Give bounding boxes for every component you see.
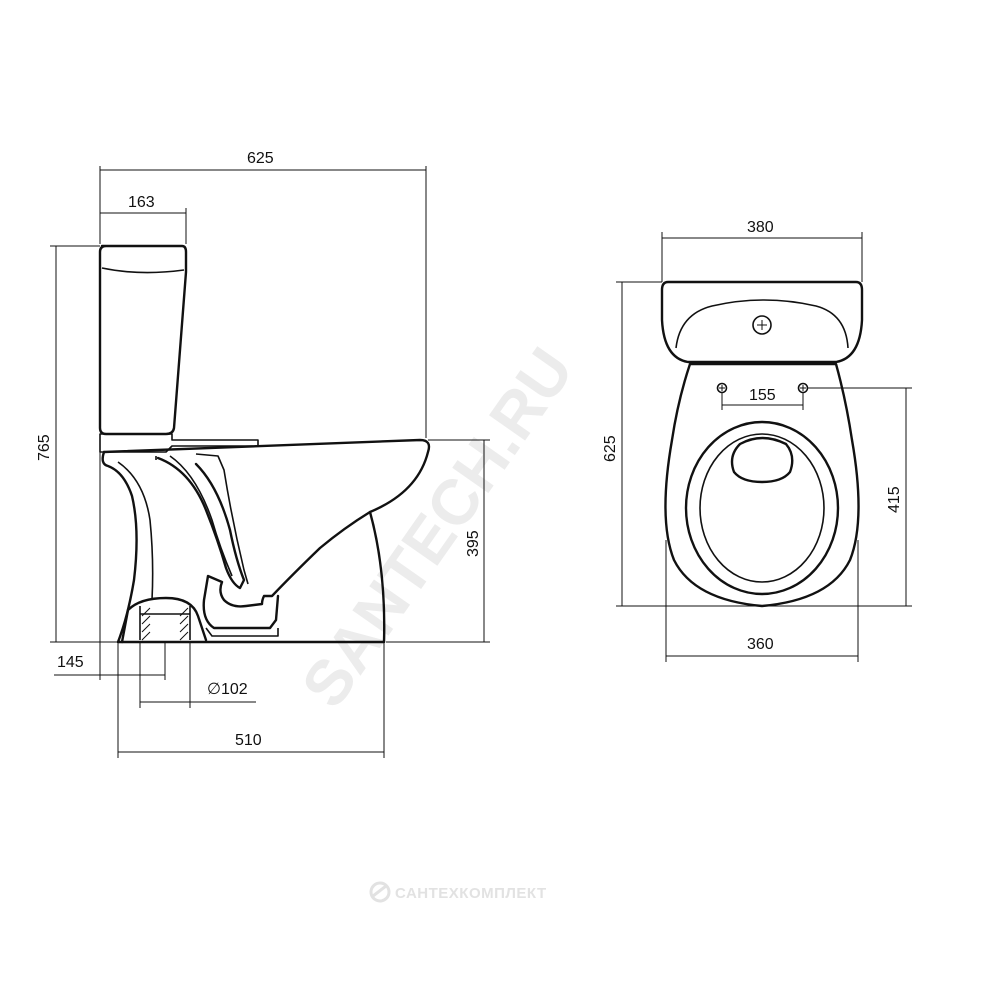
outlet-arch	[120, 596, 208, 644]
trap-channel-inner	[169, 455, 233, 577]
cistern-top-inner	[675, 299, 849, 349]
bowl-outlet-hole	[730, 436, 794, 484]
dim-bowl-width: 360	[665, 540, 859, 662]
dim-tank-depth-label: 163	[128, 194, 155, 211]
watermark-brand-text: САНТЕХКОМПЛЕКТ	[395, 885, 547, 902]
dim-outlet-diameter: ∅102	[139, 642, 256, 708]
dim-tank-width-label: 380	[747, 219, 774, 236]
watermark-logo-icon	[369, 881, 391, 903]
bowl-back-pedestal	[101, 450, 138, 644]
dim-seat-hole-to-front: 415	[764, 387, 912, 607]
dim-overall-height-label: 765	[36, 434, 53, 461]
dim-overall-length: 625	[99, 150, 427, 438]
dim-outlet-offset-label: 145	[57, 654, 84, 671]
cistern-top	[660, 280, 864, 364]
dim-top-overall-length-label: 625	[602, 435, 619, 462]
cistern-body	[98, 244, 188, 436]
bowl-front-outer	[368, 510, 386, 644]
dim-tank-width: 380	[661, 219, 863, 282]
bowl-top-outer	[664, 362, 860, 608]
base-foot-inner	[205, 627, 279, 637]
dim-seat-holes-spacing: 155	[721, 387, 804, 410]
bowl-outline	[102, 438, 431, 630]
dim-overall-length-label: 625	[247, 150, 274, 167]
dim-bowl-height: 395	[386, 439, 490, 643]
dim-bowl-height-label: 395	[465, 530, 482, 557]
seat-inner	[699, 433, 825, 583]
watermark-diagonal-text: SANTECH.RU	[287, 335, 587, 720]
dim-base-length-label: 510	[235, 732, 262, 749]
watermark: SANTECH.RU САНТЕХКОМПЛЕКТ	[287, 335, 587, 903]
dim-seat-holes-spacing-label: 155	[749, 387, 776, 404]
pedestal-inner	[117, 461, 154, 601]
seat-hole-left-icon	[716, 382, 728, 394]
dim-tank-depth: 163	[100, 194, 187, 244]
dim-outlet-diameter-label: ∅102	[207, 681, 248, 698]
dim-base-length: 510	[117, 642, 385, 758]
dim-outlet-offset: 145	[54, 452, 166, 680]
trap-channel-edge	[155, 453, 249, 585]
seat-hole-right-icon	[797, 382, 809, 394]
top-view: 380 625 155 415 360	[602, 219, 912, 662]
dim-overall-height: 765	[36, 245, 118, 643]
dim-bowl-width-label: 360	[747, 636, 774, 653]
outlet-hatch-left	[141, 607, 151, 641]
dim-seat-hole-to-front-label: 415	[886, 486, 903, 513]
trap-channel-outer	[156, 456, 246, 590]
side-view: 625 163 765 395 145	[36, 150, 490, 758]
dim-top-overall-length: 625	[602, 281, 762, 607]
flush-button-icon	[752, 315, 772, 335]
seat-outer	[684, 420, 840, 596]
outlet-hatch-right	[179, 607, 189, 641]
cistern-lid-line	[101, 267, 185, 274]
